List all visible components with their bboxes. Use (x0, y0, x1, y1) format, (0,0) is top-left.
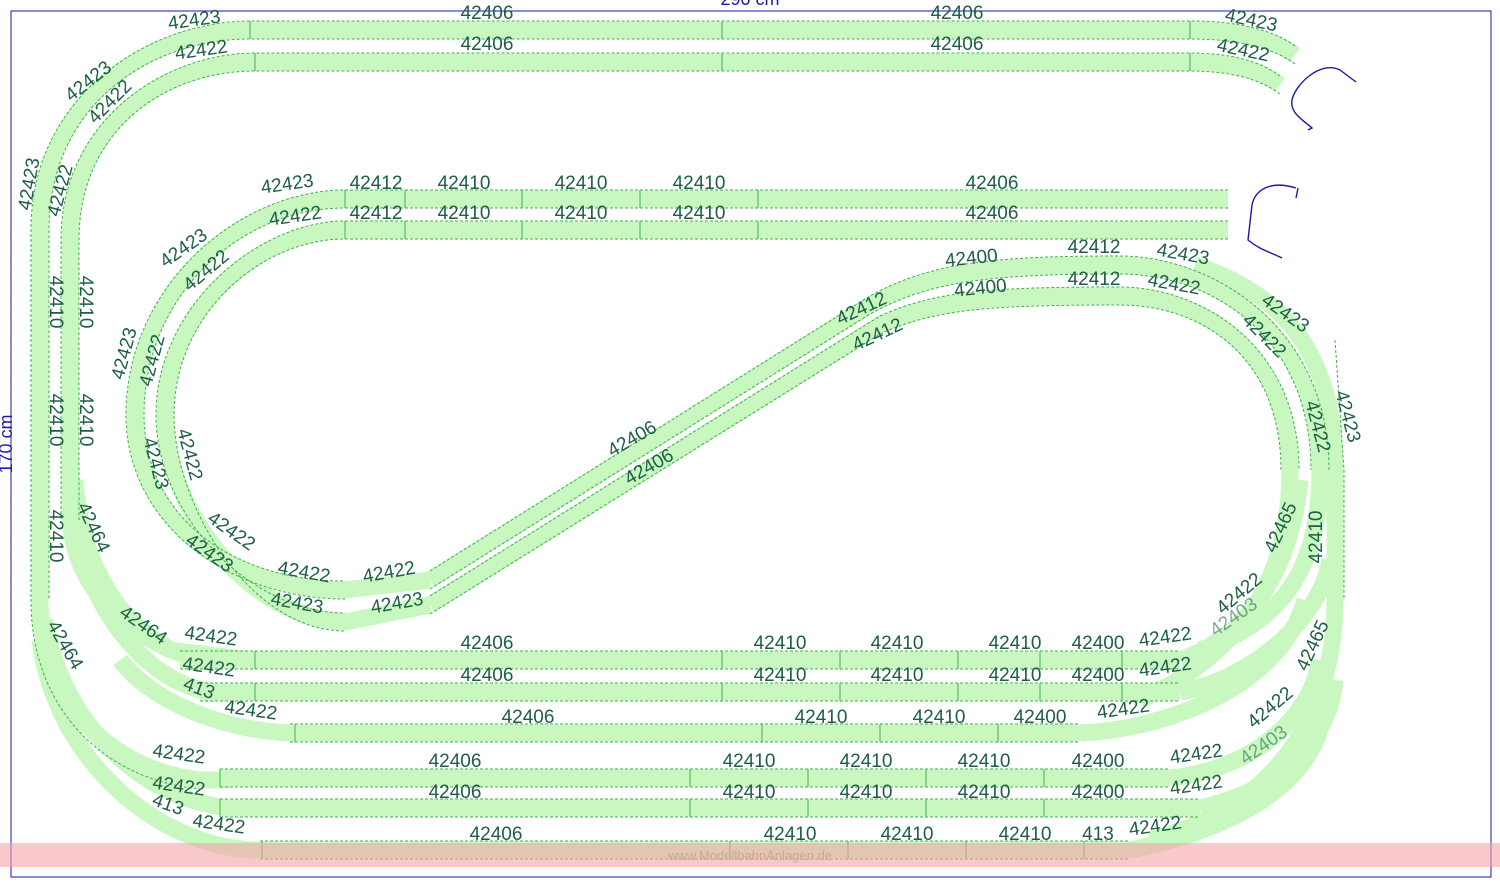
buffer-stop-top-right (1291, 67, 1357, 131)
label-mid-9: 42410 (438, 203, 491, 224)
label-r6-5: 42410 (881, 824, 934, 845)
track-right-curve-3 (1079, 597, 1314, 742)
height-dimension: 170 cm (0, 414, 16, 473)
label-top-2: 42406 (931, 3, 984, 24)
label-r2-5: 42410 (989, 665, 1042, 686)
label-diag-8: 42412 (1068, 269, 1121, 290)
label-r6-4: 42410 (764, 824, 817, 845)
track-mid-upper-b (156, 221, 1228, 631)
label-top-1: 42406 (461, 3, 514, 24)
label-mid-4: 42410 (555, 173, 608, 194)
label-r3-5: 42410 (913, 707, 966, 728)
bottom-highlight-band (0, 843, 1500, 867)
buffer-stop-siding (1247, 184, 1299, 259)
label-r1-6: 42400 (1072, 633, 1125, 654)
baseboard-frame (10, 10, 1492, 878)
label-r2-2: 42406 (461, 665, 514, 686)
label-r1-5: 42410 (989, 633, 1042, 654)
label-r5-6: 42400 (1072, 782, 1125, 803)
label-mid-6: 42406 (966, 173, 1019, 194)
label-r2-3: 42410 (754, 665, 807, 686)
label-r6-6: 42410 (999, 824, 1052, 845)
width-dimension: 290 cm (720, 0, 779, 9)
label-mid-12: 42406 (966, 203, 1019, 224)
label-right-6: 42410 (1306, 511, 1327, 564)
track-diagonal-a (425, 256, 1329, 659)
label-left-7: 42410 (45, 394, 66, 447)
label-mid-10: 42410 (555, 203, 608, 224)
label-r6-7: 413 (1082, 824, 1114, 845)
label-mid-8: 42412 (350, 203, 403, 224)
label-mid-11: 42410 (673, 203, 726, 224)
label-r5-5: 42410 (958, 782, 1011, 803)
track-mid-upper-a (126, 190, 1228, 599)
label-mid-2: 42412 (350, 173, 403, 194)
track-left-curve-5 (113, 654, 291, 742)
label-r3-4: 42410 (795, 707, 848, 728)
label-r4-2: 42406 (429, 751, 482, 772)
label-r4-6: 42400 (1072, 751, 1125, 772)
track-left-curve-2 (66, 518, 212, 701)
label-r1-4: 42410 (871, 633, 924, 654)
label-left-6: 42410 (75, 276, 96, 329)
label-r6-3: 42406 (470, 824, 523, 845)
label-r1-2: 42406 (461, 633, 514, 654)
track-right-curve-1 (1177, 479, 1309, 669)
label-r1-7: 42422 (1138, 623, 1193, 651)
label-r4-5: 42410 (958, 751, 1011, 772)
label-r5-4: 42410 (840, 782, 893, 803)
label-top-5: 42406 (931, 34, 984, 55)
label-r5-3: 42410 (723, 782, 776, 803)
track-right-curve-6 (1128, 727, 1329, 859)
watermark: www.ModellbahnAnlagen.de (667, 848, 832, 863)
label-left-9: 42410 (45, 510, 66, 563)
label-r3-3: 42406 (502, 707, 555, 728)
label-top-4: 42406 (461, 34, 514, 55)
label-left-8: 42410 (75, 394, 96, 447)
track-right-curve-4 (1169, 658, 1329, 787)
label-r3-6: 42400 (1014, 707, 1067, 728)
label-r2-6: 42400 (1072, 665, 1125, 686)
track-layer (30, 20, 1345, 860)
label-mid-5: 42410 (673, 173, 726, 194)
label-r1-3: 42410 (754, 633, 807, 654)
label-mid-3: 42410 (438, 173, 491, 194)
label-diag-7: 42412 (1068, 237, 1121, 258)
track-left-curve-3 (36, 618, 231, 817)
label-r2-4: 42410 (871, 665, 924, 686)
label-r4-3: 42410 (723, 751, 776, 772)
label-left-5: 42410 (45, 276, 66, 329)
label-r5-2: 42406 (429, 782, 482, 803)
label-r4-4: 42410 (840, 751, 893, 772)
